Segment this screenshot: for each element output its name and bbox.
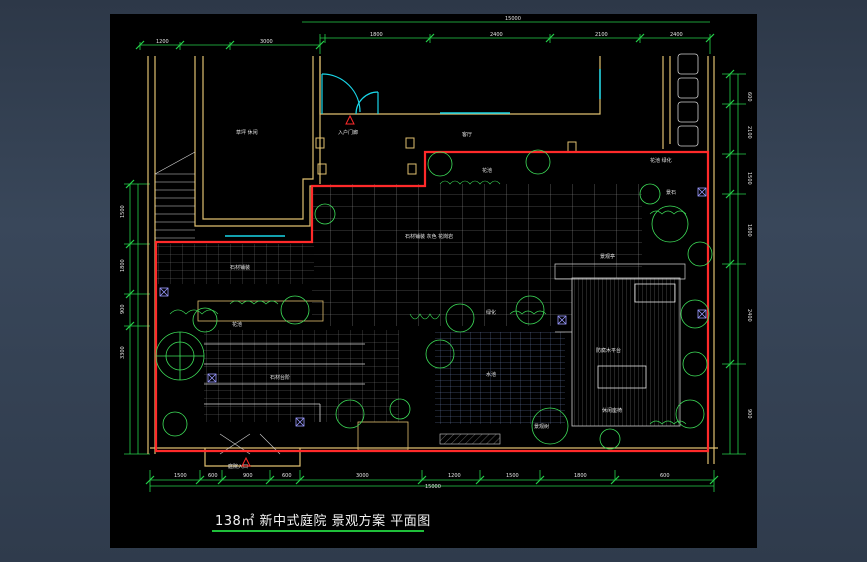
label-steps: 石材台阶 bbox=[270, 374, 290, 381]
pond bbox=[435, 332, 565, 424]
dim-right-2: 2100 bbox=[746, 126, 752, 139]
dimension-texts: 15000 1200 3000 1800 2400 2100 2400 1500… bbox=[120, 16, 752, 490]
drawing-title: 138㎡ 新中式庭院 景观方案 平面图 bbox=[215, 514, 431, 529]
label-left-paving: 石材铺装 bbox=[230, 264, 250, 271]
dim-bottom-2: 600 bbox=[208, 473, 218, 479]
door-swing-icon bbox=[321, 73, 379, 115]
dim-top-seg-3: 2100 bbox=[595, 32, 608, 38]
tree-symbol-icon bbox=[155, 149, 713, 450]
dim-bottom-total: 15000 bbox=[425, 484, 441, 490]
planter-bottom bbox=[357, 421, 409, 451]
label-planter-top-right: 花池 绿化 bbox=[650, 157, 672, 164]
dim-bottom-5: 3000 bbox=[356, 473, 369, 479]
dim-top-left-1: 1200 bbox=[156, 39, 169, 45]
wood-deck bbox=[571, 277, 681, 427]
dim-right-5: 2400 bbox=[746, 309, 752, 322]
windows bbox=[225, 69, 601, 237]
label-main-paving: 石材铺装 灰色 花岗岩 bbox=[405, 233, 453, 240]
pavilion-seat bbox=[634, 283, 676, 303]
dim-bottom-1: 1500 bbox=[174, 473, 187, 479]
label-gate: 庭院入口 bbox=[228, 463, 248, 470]
left-paving bbox=[156, 244, 314, 284]
dim-right-6: 900 bbox=[746, 409, 752, 419]
site-plan-drawing: 15000 1200 3000 1800 2400 2100 2400 1500… bbox=[120, 16, 752, 492]
dim-right-4: 1800 bbox=[746, 224, 752, 237]
dimension-ticks bbox=[125, 33, 735, 485]
north-marker-icon bbox=[345, 114, 355, 125]
dim-left-2: 1800 bbox=[120, 259, 126, 272]
shrub-clusters bbox=[169, 180, 687, 425]
dim-left-1: 1500 bbox=[120, 205, 126, 218]
dim-bottom-6: 1200 bbox=[448, 473, 461, 479]
label-shrub: 绿化 bbox=[486, 309, 496, 316]
title-underline bbox=[212, 530, 424, 532]
cad-viewport[interactable]: 15000 1200 3000 1800 2400 2100 2400 1500… bbox=[110, 14, 757, 548]
label-wood-deck: 防腐木平台 bbox=[596, 347, 621, 354]
staircase bbox=[154, 151, 196, 239]
dim-top-seg-4: 2400 bbox=[670, 32, 683, 38]
columns bbox=[315, 137, 577, 175]
dim-bottom-8: 1800 bbox=[574, 473, 587, 479]
dim-bottom-7: 1500 bbox=[506, 473, 519, 479]
left-terraces bbox=[204, 330, 399, 422]
dim-left-4: 3300 bbox=[120, 346, 126, 359]
stepping-stones bbox=[677, 53, 699, 147]
label-hall: 客厅 bbox=[462, 131, 472, 138]
dim-bottom-9: 600 bbox=[660, 473, 670, 479]
pavilion-table bbox=[597, 365, 647, 389]
label-lawn-room: 草坪 休闲 bbox=[236, 129, 258, 136]
label-pavilion: 景观亭 bbox=[600, 253, 615, 260]
dimension-lines bbox=[124, 21, 746, 492]
label-tree-pit: 景观树 bbox=[534, 423, 549, 430]
dim-bottom-3: 900 bbox=[243, 473, 253, 479]
dim-top-total: 15000 bbox=[505, 16, 521, 22]
dim-top-seg-2: 2400 bbox=[490, 32, 503, 38]
site-boundary bbox=[154, 150, 710, 453]
lamp-box-icon bbox=[159, 187, 707, 427]
label-seat: 休闲座椅 bbox=[602, 407, 622, 414]
dim-bottom-4: 600 bbox=[282, 473, 292, 479]
dim-left-3: 900 bbox=[120, 304, 126, 314]
label-planter-left: 花池 bbox=[232, 321, 242, 328]
label-flowerbed-top: 花池 bbox=[482, 167, 492, 174]
label-misc: 景石 bbox=[666, 189, 676, 196]
gate-marker-icon bbox=[241, 456, 251, 467]
path-outline bbox=[554, 263, 686, 333]
dim-top-left-2: 3000 bbox=[260, 39, 273, 45]
label-entrance: 入户门廊 bbox=[338, 129, 358, 136]
terrace-steps bbox=[204, 343, 365, 422]
dim-right-3: 1500 bbox=[746, 172, 752, 185]
dim-top-seg-1: 1800 bbox=[370, 32, 383, 38]
bridge bbox=[439, 433, 501, 445]
label-pond: 水池 bbox=[486, 371, 496, 378]
dim-right-1: 600 bbox=[746, 92, 752, 102]
